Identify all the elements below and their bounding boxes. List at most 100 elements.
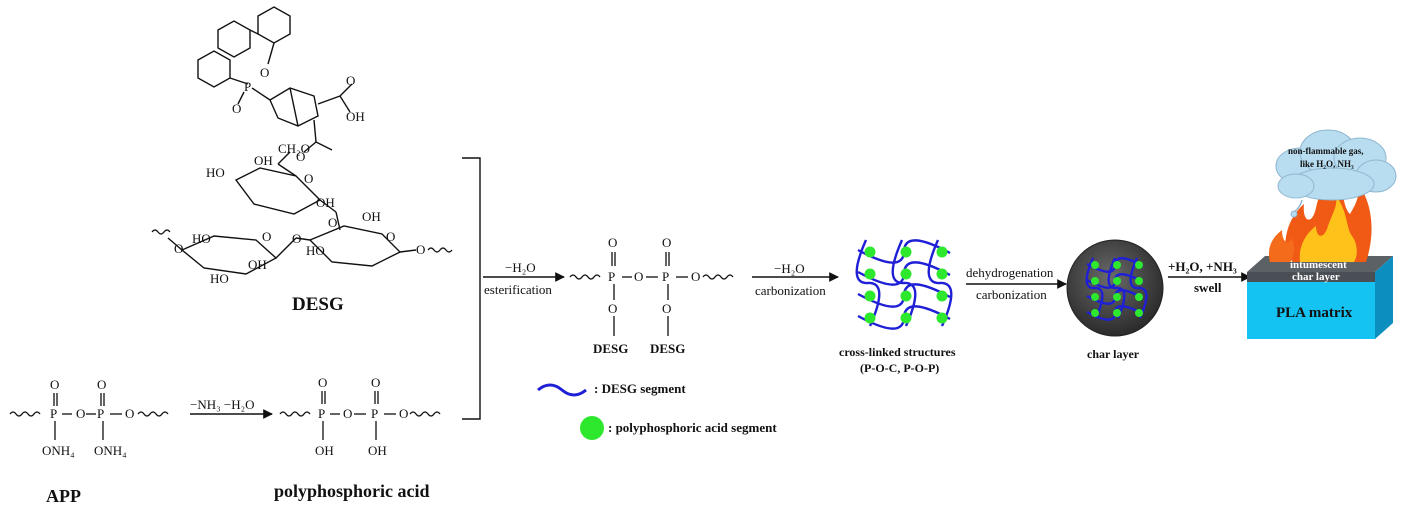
desg-atom-OH-3: OH — [362, 209, 381, 224]
ppa-atom-P-2: P — [371, 406, 379, 421]
wavy-end-desg-right — [427, 247, 453, 253]
desg-atom-HO-3: HO — [306, 243, 325, 258]
desg-atom-OH-acid: OH — [346, 109, 365, 124]
disc-node — [1113, 309, 1121, 317]
desg-label: DESG — [292, 294, 344, 315]
esterification-bottom-label: esterification — [484, 282, 552, 297]
desg-atom-O-ester: O — [296, 149, 306, 164]
aromatic-ring-3 — [197, 50, 231, 88]
network-node — [936, 246, 948, 258]
network-node — [936, 312, 948, 324]
merge-bracket — [462, 157, 481, 420]
cross-linked-label: cross-linked structures — [839, 345, 956, 359]
desg-atom-CH2O: CH₂O — [278, 141, 310, 156]
dehydro-carbonization-label: carbonization — [976, 287, 1047, 302]
disc-node — [1091, 261, 1099, 269]
cross-linked-network — [855, 239, 953, 330]
disc-node — [1113, 261, 1121, 269]
app-atom-O-top-2: O — [97, 377, 107, 392]
desg-atom-HO-2: HO — [192, 231, 211, 246]
app-atom-O-bridge: O — [76, 406, 86, 421]
ester-atom-O-end: O — [691, 269, 701, 284]
esterification-top-label: −H₂O — [505, 260, 536, 275]
desg-atom-O-ring-2: O — [304, 171, 314, 186]
legend-ppa-segment-label: : polyphosphoric acid segment — [608, 420, 777, 435]
desg-atom-OH-1: OH — [254, 153, 273, 168]
desg-atom-O-ring-4: O — [386, 229, 396, 244]
desg-atom-O-double: O — [232, 101, 242, 116]
ester-desg-2: DESG — [650, 341, 686, 356]
ppa-atom-O-top-2: O — [371, 375, 381, 390]
dehydrogenation-label: dehydrogenation — [966, 265, 1054, 280]
swell-top-label: +H₂O, +NH₃ — [1168, 259, 1237, 274]
pla-side-face — [1375, 256, 1393, 339]
disc-node — [1135, 309, 1143, 317]
disc-column-chain — [1085, 257, 1104, 319]
ester-desg-1: DESG — [593, 341, 629, 356]
network-node — [900, 268, 912, 280]
desg-atom-HO-1: HO — [206, 165, 225, 180]
desg-structure — [167, 6, 417, 275]
pla-front-face — [1247, 272, 1375, 339]
ester-atom-O-top-1: O — [608, 235, 618, 250]
network-node — [900, 312, 912, 324]
cloud-text-1: non-flammable gas, — [1288, 146, 1364, 156]
wavy-end-desg-left — [151, 229, 171, 235]
legend-ppa-segment-mark — [580, 416, 604, 440]
disc-node — [1113, 277, 1121, 285]
desg-atom-O-ring: O — [260, 65, 270, 80]
app-atom-P-2: P — [97, 406, 105, 421]
carbonization-top-label: −H₂O — [774, 261, 805, 276]
legend-desg-segment-mark — [537, 383, 587, 397]
network-node — [864, 290, 876, 302]
app-structure — [9, 393, 169, 440]
app-atom-O-end: O — [125, 406, 135, 421]
network-column-chain — [855, 239, 881, 327]
ppa-atom-P-1: P — [318, 406, 326, 421]
legend-desg-segment-label: : DESG segment — [594, 381, 686, 396]
network-node — [864, 312, 876, 324]
intumescent-label: intumescent — [1290, 259, 1347, 271]
desg-atom-O-end-right: O — [416, 242, 426, 257]
disc-column-chain — [1129, 257, 1148, 319]
desg-atom-OH-2: OH — [316, 195, 335, 210]
aromatic-ring-2 — [257, 6, 291, 44]
ppa-atom-OH-1: OH — [315, 443, 334, 458]
char-layer-label: char layer — [1087, 347, 1140, 361]
disc-node — [1135, 293, 1143, 301]
disc-node — [1091, 309, 1099, 317]
network-node — [936, 268, 948, 280]
disc-node — [1113, 293, 1121, 301]
desg-atom-OH-4: OH — [248, 257, 267, 272]
desg-atom-O-acid: O — [346, 73, 356, 88]
ester-atom-O-bridge: O — [634, 269, 644, 284]
polyphosphoric-acid-label: polyphosphoric acid — [274, 481, 430, 501]
ppa-atom-O-top-1: O — [318, 375, 328, 390]
app-atom-O-top-1: O — [50, 377, 60, 392]
ppa-atom-OH-2: OH — [368, 443, 387, 458]
gas-cloud-icon — [1275, 129, 1397, 201]
ppa-structure — [279, 391, 441, 440]
app-label: APP — [46, 486, 81, 506]
network-node — [900, 290, 912, 302]
ester-atom-P-1: P — [608, 269, 616, 284]
network-column-chain — [891, 239, 917, 327]
cloud-text-2: like H₂O, NH₃ — [1300, 159, 1354, 169]
ester-atom-P-2: P — [662, 269, 670, 284]
disc-node — [1091, 293, 1099, 301]
pla-block — [1247, 256, 1393, 339]
char-layer-band — [1247, 272, 1375, 282]
app-to-ppa-arrow-label: −NH₃ −H₂O — [190, 397, 255, 412]
ppa-atom-O-end: O — [399, 406, 409, 421]
app-atom-ONH4-1: ONH₄ — [42, 443, 75, 458]
intumescent-char-label: char layer — [1292, 271, 1340, 283]
app-atom-P-1: P — [50, 406, 58, 421]
desg-atom-O-ring-3: O — [262, 229, 272, 244]
network-node — [936, 290, 948, 302]
fire-icon — [1268, 160, 1372, 262]
ester-atom-O-down-2: O — [662, 301, 672, 316]
network-node — [900, 246, 912, 258]
ester-atom-O-top-2: O — [662, 235, 672, 250]
